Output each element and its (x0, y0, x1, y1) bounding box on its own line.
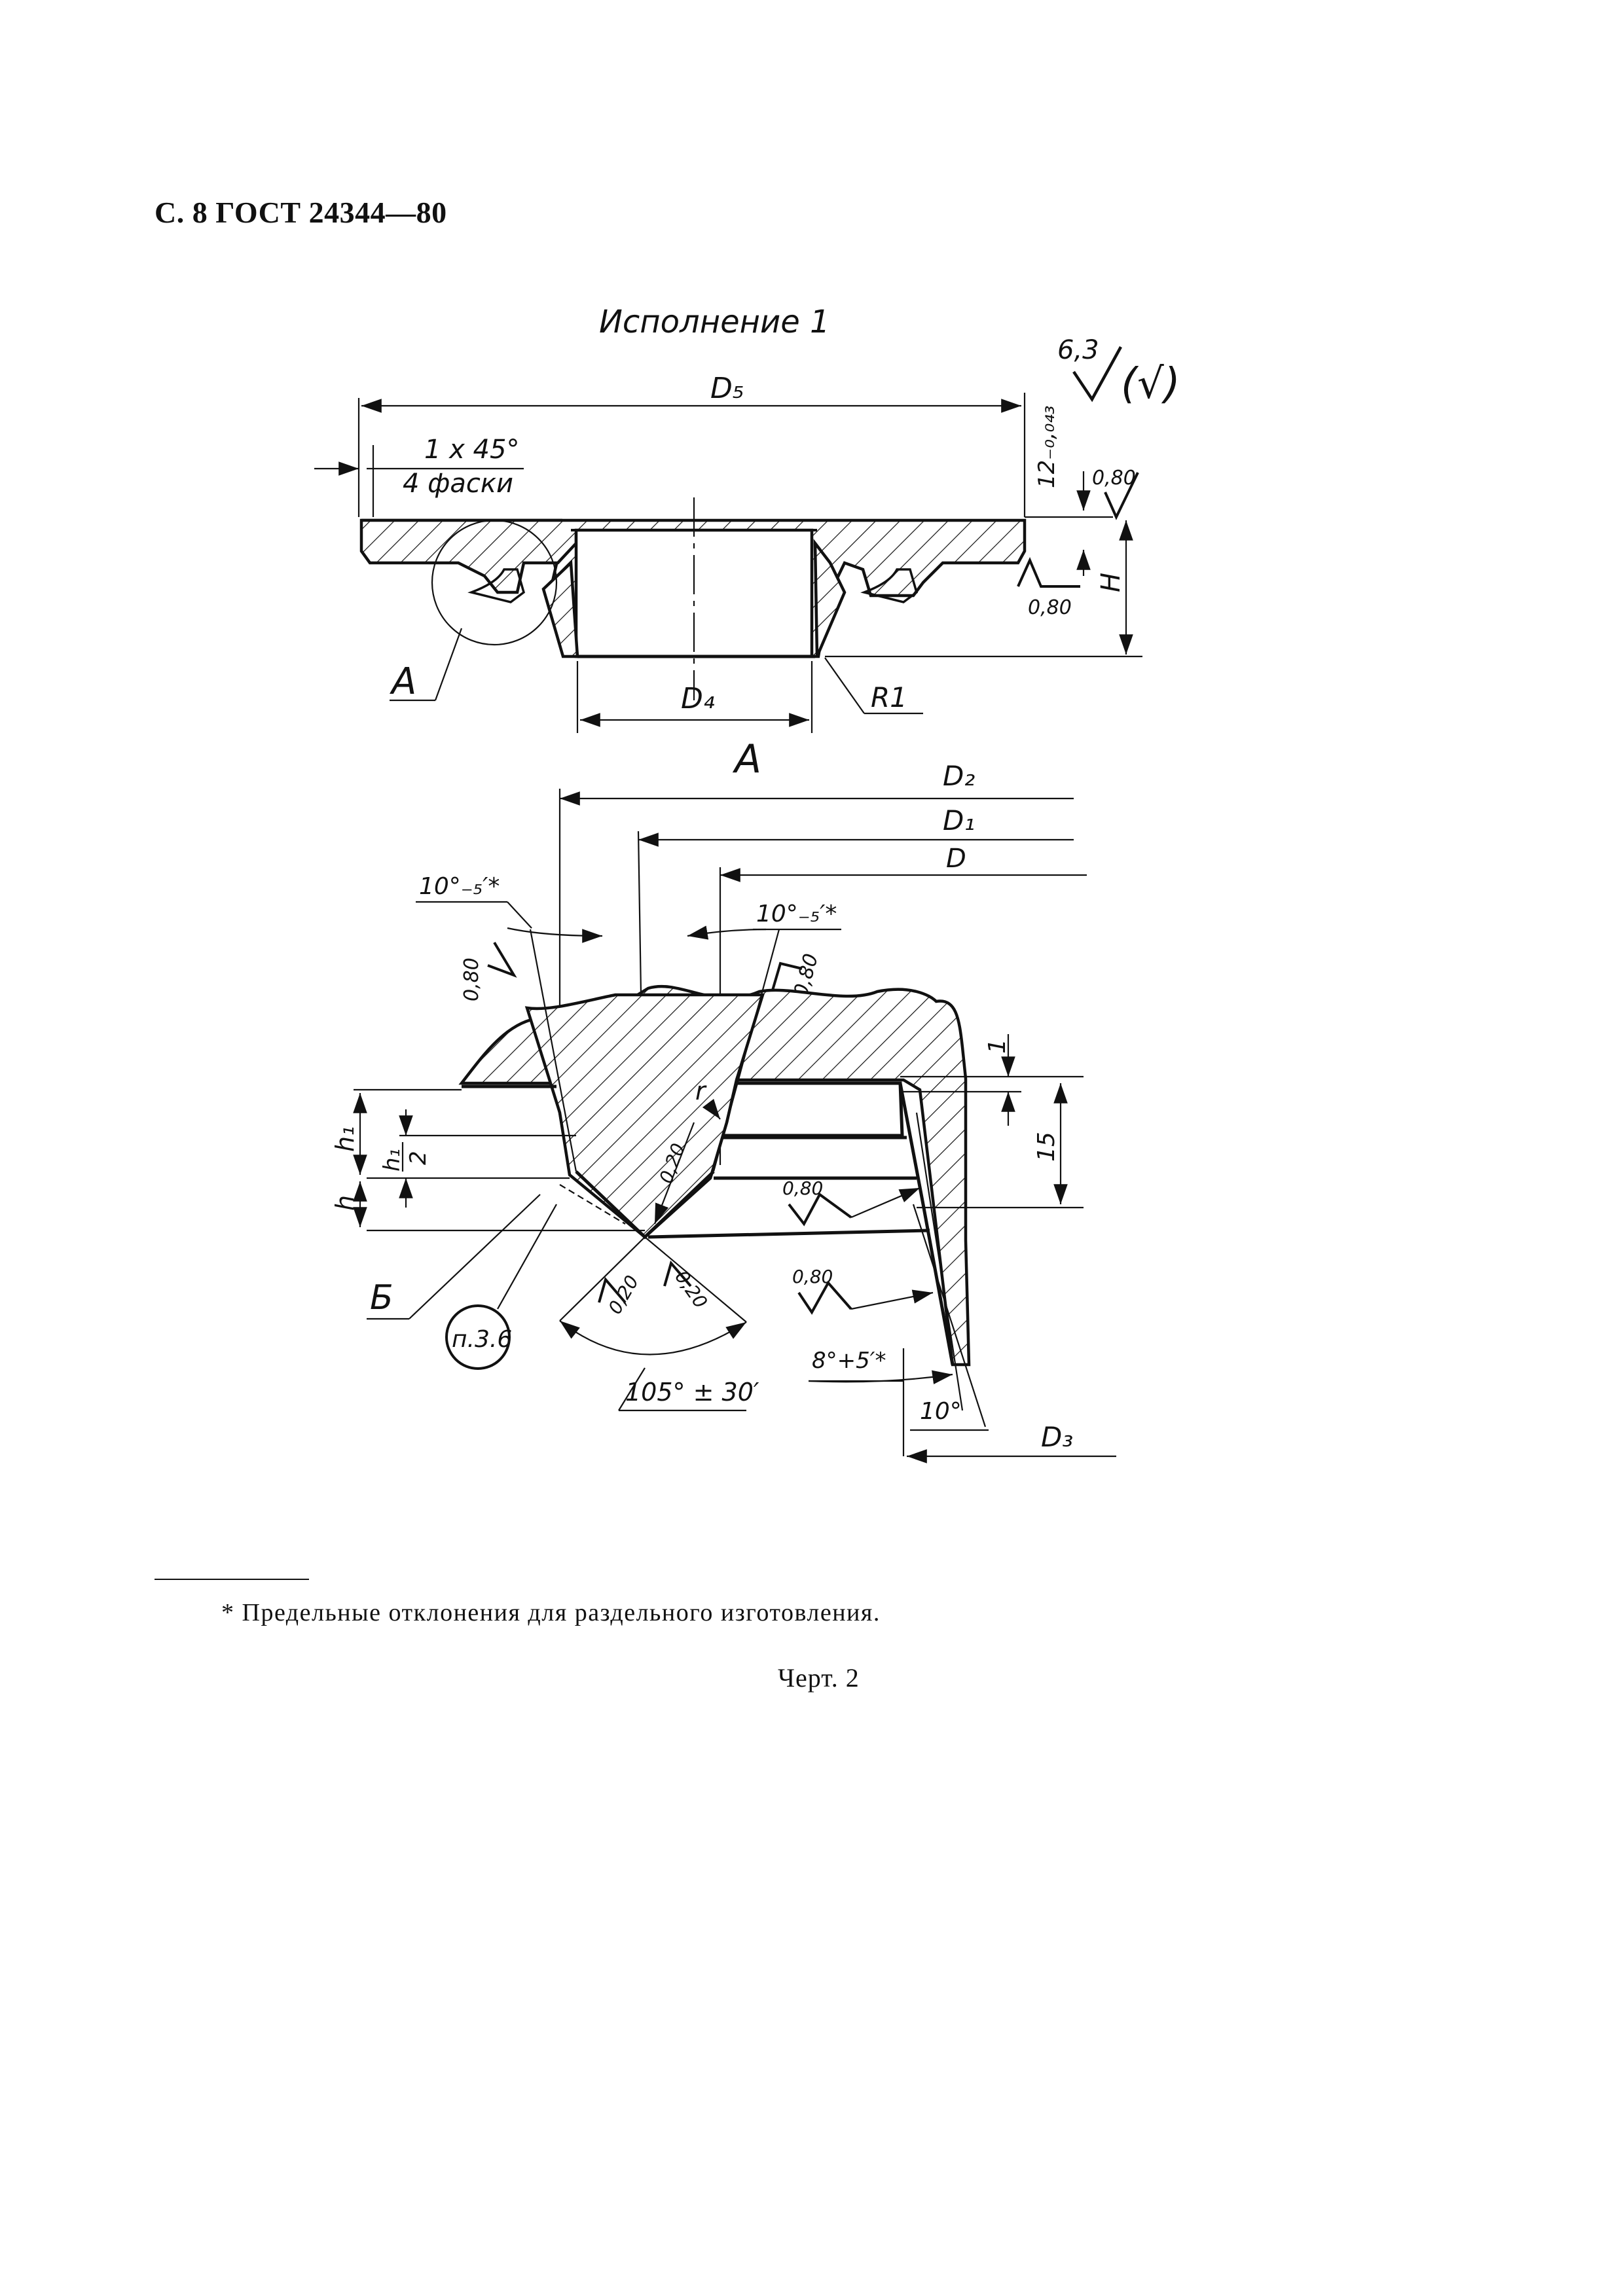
r-leader (702, 1098, 721, 1120)
r1-leader (824, 657, 865, 714)
outer-cone-edge (898, 1083, 955, 1365)
top-view: Исполнение 1 D₅ 1 x 45° 4 фаски 6,3 (√) … (314, 304, 1180, 733)
groove-seal-left (467, 568, 526, 603)
rough-080-b-icon (1017, 557, 1080, 588)
top-view-title: Исполнение 1 (599, 304, 830, 340)
dim-h1-label: h₁ (331, 1126, 359, 1152)
angle-10-label: 10° (920, 1398, 962, 1425)
angle-105-left-leg (559, 1236, 646, 1321)
groove-seal-right (860, 568, 919, 603)
angle-left-arc (507, 927, 603, 943)
r-label: r (695, 1077, 707, 1105)
angle-mid-label: 10°₋₅′* (756, 901, 837, 927)
h-cap-label: H (1096, 573, 1126, 592)
chamfer-dashed (559, 1184, 626, 1225)
rough-020-c-icon (663, 1260, 692, 1287)
detail-view-a: A D₂ D₁ D 10°₋₅′* 10°₋₅′* 0,80 0,80 (331, 736, 1116, 1463)
ref-note-circle (445, 1304, 511, 1370)
rough-080-c-icon (788, 1193, 852, 1227)
detail-plunger (524, 993, 765, 1239)
footnote: * Предельные отклонения для раздельного … (221, 1599, 881, 1626)
angle-105-right-leg (644, 1236, 747, 1323)
rough-080-a-icon (1104, 472, 1139, 520)
angle-8-ref-line (912, 1204, 987, 1427)
angle-105-arc (559, 1320, 747, 1355)
d5-label: D₅ (710, 372, 744, 405)
dim-1-label: 1 (984, 1039, 1011, 1054)
figure-caption: Черт. 2 (778, 1663, 860, 1693)
d2-label: D₂ (943, 760, 975, 792)
bore-left-wall (541, 560, 579, 658)
ref-note-label: п.3.6 (452, 1326, 512, 1353)
rough-020-b-label: 0,20 (604, 1272, 643, 1318)
v-line-left-outer (529, 929, 577, 1172)
page-header: С. 8 ГОСТ 24344—80 (155, 196, 447, 229)
rough-080-a-label: 0,80 (1092, 467, 1136, 490)
d-label: D (946, 844, 966, 874)
rough-left-icon (487, 941, 517, 978)
chamfer-text-2: 4 фаски (403, 469, 513, 499)
detail-a-leader (434, 628, 463, 701)
view-a-label: A (390, 660, 416, 703)
b-leader (409, 1194, 541, 1319)
b-label: Б (370, 1278, 393, 1318)
rough-080-c-leader (850, 1187, 921, 1219)
d1-label: D₁ (943, 804, 975, 836)
rough-020-c-label: 0,20 (670, 1266, 712, 1312)
detail-circle-a (431, 519, 558, 646)
dim-h1half-num: h₁ (379, 1149, 405, 1172)
roughness-main-icon (1072, 346, 1122, 403)
dim-h-label: h (331, 1195, 359, 1211)
bore-right-wall (813, 539, 847, 657)
rough-080-c-label: 0,80 (782, 1177, 823, 1199)
rough-080-b-label: 0,80 (1028, 596, 1072, 619)
rough-020-a-leader (653, 1122, 695, 1225)
dim-h1half-den: 2 (405, 1151, 431, 1165)
roughness-paren: (√) (1121, 360, 1180, 408)
tolerance-12: 12₋₀,₀₄₃ (1034, 405, 1060, 488)
angle-left-leader (507, 901, 532, 929)
angle-left-label: 10°₋₅′* (419, 873, 500, 900)
angle-105-label: 105° ± 30′ (625, 1378, 759, 1407)
ref-note-leader (497, 1204, 557, 1310)
angle-mid-arc (687, 925, 767, 940)
r1-label: R1 (871, 681, 907, 713)
angle-10-ref-line (915, 1112, 964, 1411)
step-upper (723, 1081, 904, 1138)
angle-105-leader (618, 1367, 646, 1411)
rough-020-b-icon (598, 1276, 627, 1304)
chamfer-text-1: 1 x 45° (424, 435, 519, 465)
detail-view-title: A (732, 736, 761, 782)
rough-080-d-leader (850, 1289, 934, 1310)
rough-080-d-icon (797, 1280, 852, 1315)
footnote-rule (155, 1579, 309, 1580)
rough-left-label: 0,80 (460, 958, 483, 1001)
d4-label: D₄ (681, 682, 715, 715)
rough-mid-icon (768, 961, 803, 1002)
angle-8-label: 8°+5′* (812, 1348, 886, 1374)
v-line-right-outer (712, 929, 780, 1172)
d3-label: D₃ (1041, 1421, 1073, 1453)
dim-15-label: 15 (1033, 1132, 1060, 1162)
roughness-main-value: 6,3 (1057, 335, 1099, 365)
step-base (647, 1229, 930, 1239)
